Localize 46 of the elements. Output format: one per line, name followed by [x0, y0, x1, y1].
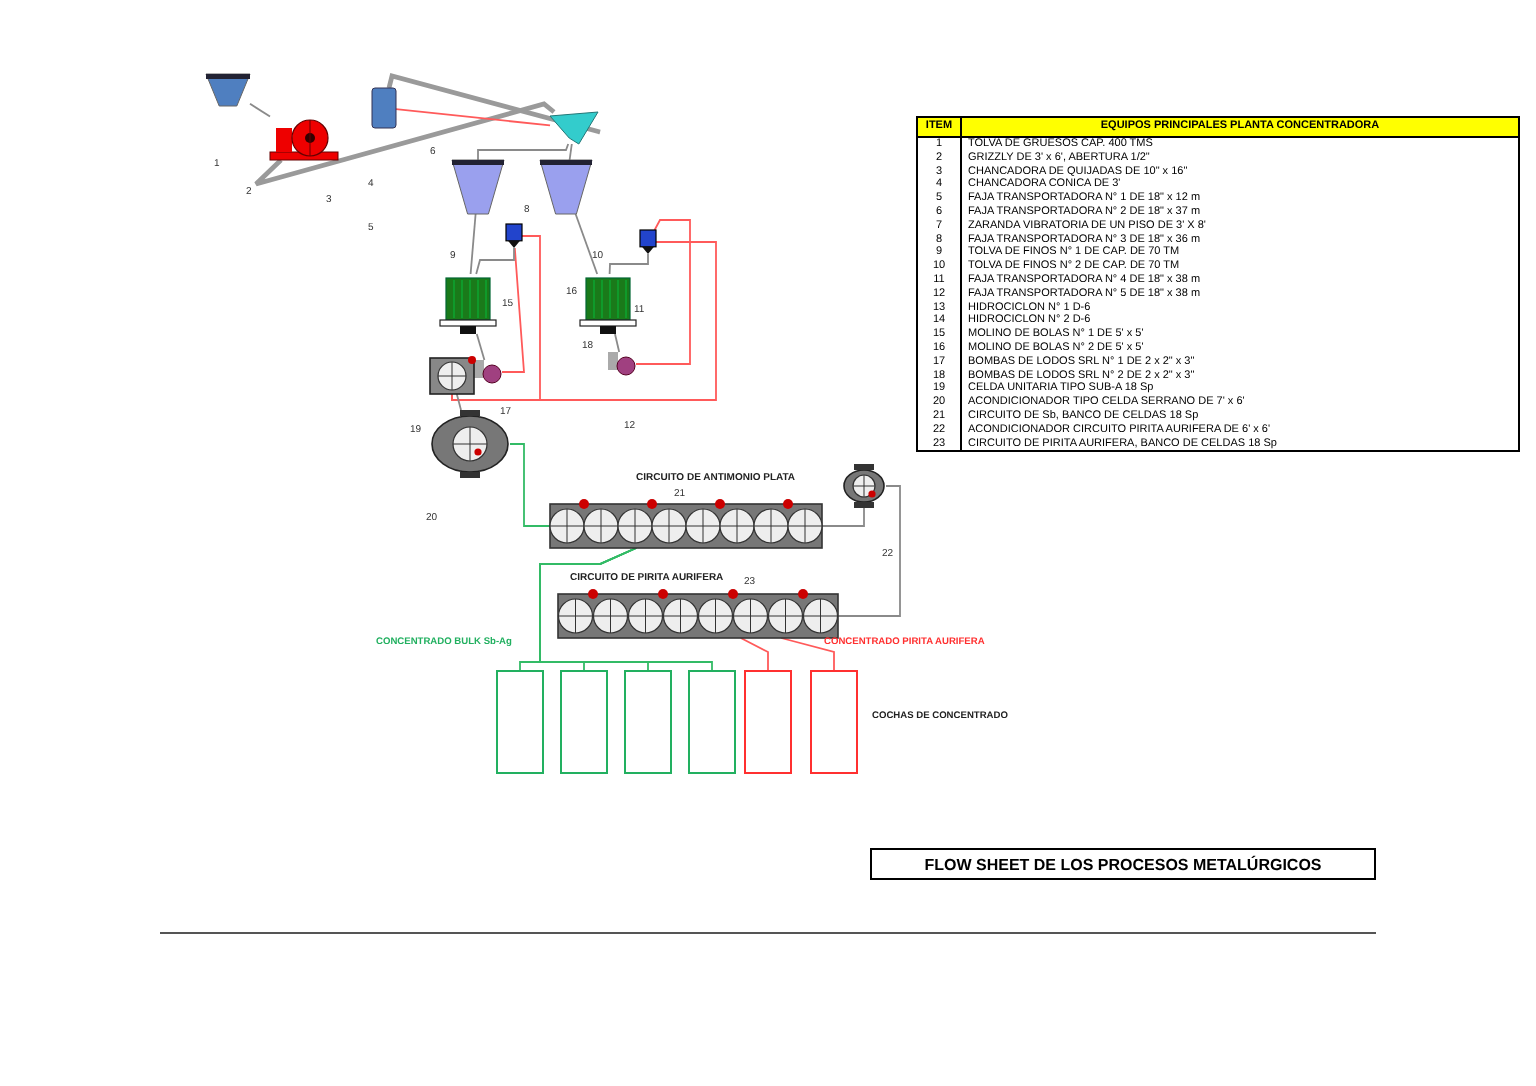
pipe-line [780, 637, 835, 671]
flotation-bank-drawing [558, 594, 838, 638]
vibrating-screen-drawing [550, 112, 598, 144]
pipe-line [395, 108, 551, 127]
conveyor-belt [253, 101, 556, 187]
pipe-line [614, 333, 621, 353]
hopper-drawing [206, 74, 250, 106]
pipe-line [469, 213, 477, 275]
ball-mill-drawing [580, 274, 636, 334]
conveyor-belt [386, 73, 603, 135]
pipe-line [821, 507, 865, 527]
pipe-line [739, 637, 769, 671]
concentrate-pond [810, 670, 858, 774]
ball-mill-drawing [440, 274, 496, 334]
pipe-line [455, 393, 462, 411]
pipe-line [539, 547, 713, 671]
pipe-line [568, 143, 573, 161]
pump-drawing [608, 352, 636, 376]
pipe-line [477, 143, 570, 161]
crusher-drawing [270, 116, 338, 160]
concentrate-pond [496, 670, 544, 774]
pipe-line [509, 443, 551, 527]
title: FLOW SHEET DE LOS PROCESOS METALÚRGICOS [924, 855, 1322, 873]
hopper-drawing [452, 160, 504, 214]
pipe-line [451, 241, 717, 401]
conditioner-tank-drawing [842, 464, 886, 508]
pipe-line [635, 219, 691, 365]
pipe-line [501, 247, 525, 373]
crusher-drawing [372, 88, 396, 128]
hopper-drawing [540, 160, 592, 214]
concentrate-pond [560, 670, 608, 774]
pipe-line [608, 253, 649, 275]
conditioner-tank-drawing [430, 410, 510, 478]
flotation-bank-drawing [550, 504, 822, 548]
hydrocyclone-drawing [506, 224, 522, 248]
pipe-line [574, 213, 599, 275]
concentrate-pond [624, 670, 672, 774]
concentrate-pond [688, 670, 736, 774]
pipe-line [249, 102, 271, 118]
pipe-line [475, 247, 515, 275]
concentrate-pond [744, 670, 792, 774]
pump-drawing [474, 360, 502, 384]
hydrocyclone-drawing [640, 230, 656, 254]
pipe-line [475, 333, 486, 361]
pipe-line [837, 485, 901, 617]
flotation-cell-drawing [430, 358, 474, 394]
